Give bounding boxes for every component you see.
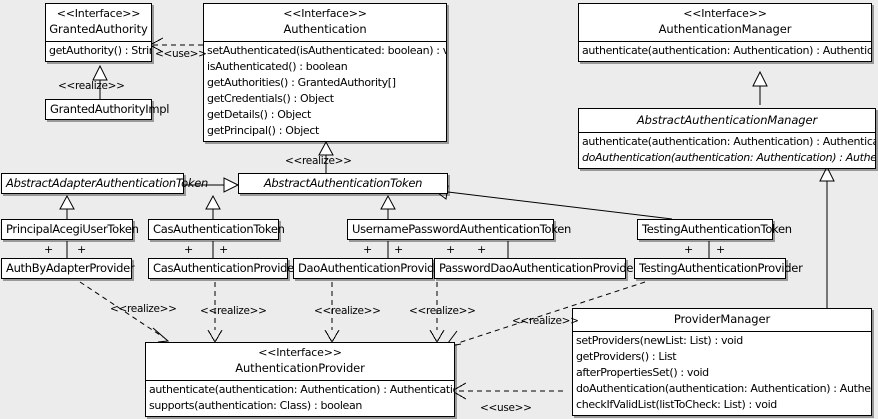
class-name: TestingAuthenticationToken	[642, 222, 792, 236]
class-provider-manager[interactable]: ProviderManager setProviders(newList: Li…	[572, 308, 872, 416]
method-compartment: setAuthenticated(isAuthenticated: boolea…	[204, 42, 446, 141]
method-item: setAuthenticated(isAuthenticated: boolea…	[207, 44, 446, 58]
class-header: AbstractAuthenticationManager	[579, 109, 875, 132]
class-name: UsernamePasswordAuthenticationToken	[352, 222, 571, 236]
class-name: AbstractAuthenticationToken	[263, 176, 423, 190]
multiplicity-marker: +	[394, 243, 404, 256]
class-name: Authentication	[283, 21, 367, 36]
class-cas-authentication-token[interactable]: CasAuthenticationToken	[148, 219, 285, 240]
class-principal-acegi-user-token[interactable]: PrincipalAcegiUserToken	[1, 219, 139, 240]
stereotype-label: <<Interface>>	[683, 7, 767, 20]
class-password-dao-authentication-provider[interactable]: PasswordDaoAuthenticationProvider	[434, 258, 638, 279]
method-compartment: getAuthority() : String	[46, 42, 151, 61]
class-name: CasAuthenticationProvider	[153, 261, 299, 275]
compartment-divider	[579, 131, 875, 133]
class-name: DaoAuthenticationProvider	[298, 261, 446, 275]
compartment-divider	[146, 380, 454, 382]
multiplicity-marker: +	[684, 243, 694, 256]
multiplicity-marker: +	[184, 243, 194, 256]
class-dao-authentication-provider[interactable]: DaoAuthenticationProvider	[293, 258, 446, 279]
edge-label-realize-cas-provider: <<realize>>	[200, 305, 267, 317]
edge-label-realize-auth-by-adapter: <<realize>>	[110, 303, 177, 315]
multiplicity-marker: +	[363, 243, 373, 256]
method-item: setProviders(newList: List) : void	[576, 333, 743, 347]
multiplicity-marker: +	[219, 243, 229, 256]
class-name: AbstractAdapterAuthenticationToken	[6, 176, 208, 190]
multiplicity-marker: +	[477, 243, 487, 256]
class-header: <<Interface>> GrantedAuthority	[46, 4, 151, 41]
method-item: getAuthority() : String	[49, 44, 151, 58]
class-name: PasswordDaoAuthenticationProvider	[439, 261, 638, 275]
multiplicity-marker: +	[716, 243, 726, 256]
method-compartment: authenticate(authentication: Authenticat…	[146, 381, 454, 416]
class-header: <<Interface>> Authentication	[204, 4, 446, 41]
class-name: AuthenticationManager	[658, 21, 792, 36]
class-abstract-authentication-token[interactable]: AbstractAuthenticationToken	[238, 173, 448, 194]
multiplicity-marker: +	[446, 243, 456, 256]
method-item: authenticate(authentication: Authenticat…	[149, 383, 454, 397]
edge-label-realize-password-dao-provider: <<realize>>	[409, 305, 476, 317]
class-authentication-manager[interactable]: <<Interface>> AuthenticationManager auth…	[578, 3, 872, 63]
method-item: doAuthentication(authentication: Authent…	[576, 381, 871, 395]
method-item: getProviders() : List	[576, 349, 677, 363]
method-item: authenticate(authentication: Authenticat…	[582, 134, 875, 148]
method-item-abstract: doAuthentication(authentication: Authent…	[582, 150, 875, 164]
class-name: TestingAuthenticationProvider	[639, 261, 803, 275]
class-authentication-provider[interactable]: <<Interface>> AuthenticationProvider aut…	[145, 342, 455, 418]
edge-label-use-provider-manager: <<use>>	[480, 402, 532, 414]
method-compartment: authenticate(authentication: Authenticat…	[579, 133, 875, 168]
edge-label-realize-abstract-authentication-token: <<realize>>	[285, 155, 352, 167]
class-header: <<Interface>> AuthenticationProvider	[146, 343, 454, 380]
class-granted-authority-impl[interactable]: GrantedAuthorityImpl	[45, 99, 170, 120]
class-username-password-authentication-token[interactable]: UsernamePasswordAuthenticationToken	[347, 219, 571, 240]
class-header: <<Interface>> AuthenticationManager	[579, 4, 871, 41]
method-item: isAuthenticated() : boolean	[207, 60, 348, 74]
method-item: checkIfValidList(listToCheck: List) : vo…	[576, 397, 777, 411]
stereotype-label: <<Interface>>	[56, 7, 141, 20]
class-granted-authority[interactable]: <<Interface>> GrantedAuthority getAuthor…	[45, 3, 152, 63]
edge-label-use-granted-authority: <<use>>	[155, 48, 207, 60]
multiplicity-marker: +	[44, 243, 54, 256]
method-item: getPrincipal() : Object	[207, 124, 319, 138]
class-abstract-authentication-manager[interactable]: AbstractAuthenticationManager authentica…	[578, 108, 876, 169]
class-header: ProviderManager	[573, 309, 871, 331]
method-item: afterPropertiesSet() : void	[576, 365, 709, 379]
class-cas-authentication-provider[interactable]: CasAuthenticationProvider	[148, 258, 299, 279]
class-name: GrantedAuthorityImpl	[50, 102, 170, 116]
class-name: ProviderManager	[673, 312, 771, 326]
stereotype-label: <<Interface>>	[258, 346, 342, 359]
compartment-divider	[573, 330, 871, 332]
method-compartment: setProviders(newList: List) : void getPr…	[573, 332, 871, 415]
class-name: CasAuthenticationToken	[153, 222, 285, 236]
class-name: PrincipalAcegiUserToken	[6, 222, 139, 236]
class-name: AuthenticationProvider	[235, 360, 365, 375]
multiplicity-marker: +	[77, 243, 87, 256]
compartment-divider	[46, 41, 151, 43]
compartment-divider	[204, 41, 446, 43]
method-compartment: authenticate(authentication: Authenticat…	[579, 42, 871, 61]
edge-label-realize-dao-provider: <<realize>>	[314, 305, 381, 317]
stereotype-label: <<Interface>>	[283, 7, 367, 20]
class-auth-by-adapter-provider[interactable]: AuthByAdapterProvider	[1, 258, 135, 279]
class-name: GrantedAuthority	[49, 21, 148, 36]
method-item: getAuthorities() : GrantedAuthority[]	[207, 76, 396, 90]
class-abstract-adapter-authentication-token[interactable]: AbstractAdapterAuthenticationToken	[1, 173, 208, 194]
edge-label-realize-testing-provider: <<realize>>	[512, 315, 579, 327]
class-name: AbstractAuthenticationManager	[636, 113, 818, 127]
method-item: authenticate(authentication: Authenticat…	[582, 44, 871, 58]
class-testing-authentication-token[interactable]: TestingAuthenticationToken	[637, 219, 792, 240]
compartment-divider	[579, 41, 871, 43]
class-testing-authentication-provider[interactable]: TestingAuthenticationProvider	[634, 258, 803, 279]
class-authentication[interactable]: <<Interface>> Authentication setAuthenti…	[203, 3, 447, 143]
edge-label-realize-granted-authority-impl: <<realize>>	[58, 80, 125, 92]
class-name: AuthByAdapterProvider	[6, 261, 135, 275]
method-item: getCredentials() : Object	[207, 92, 334, 106]
method-item: supports(authentication: Class) : boolea…	[149, 399, 362, 413]
method-item: getDetails() : Object	[207, 108, 311, 122]
